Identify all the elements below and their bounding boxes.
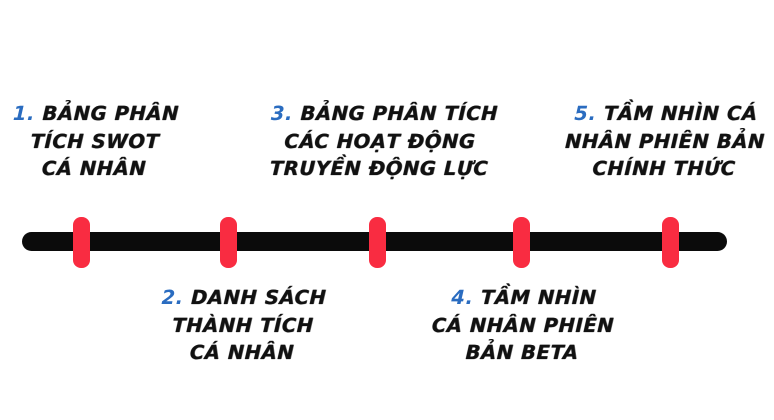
step-4-text-2: CÁ NHÂN PHIÊN [431, 313, 615, 337]
step-1-number: 1. [12, 102, 36, 125]
timeline-marker-3 [369, 217, 386, 268]
step-4-number: 4. [450, 286, 474, 309]
step-4-line-1: 4. TẦM NHÌN [428, 284, 619, 312]
step-label-4: 4. TẦM NHÌN CÁ NHÂN PHIÊN BẢN BETA [427, 284, 620, 367]
timeline-marker-1 [73, 217, 90, 268]
step-3-line-1: 3. BẢNG PHÂN TÍCH [270, 100, 499, 128]
step-2-number: 2. [161, 286, 185, 309]
step-2-text-2: THÀNH TÍCH [171, 313, 315, 337]
step-4-text-3: BẢN BETA [465, 341, 579, 365]
step-3-text-1: BẢNG PHÂN TÍCH [300, 102, 499, 125]
step-label-3: 3. BẢNG PHÂN TÍCH CÁC HOẠT ĐỘNG TRUYỀN Đ… [269, 100, 499, 183]
step-1-text-3: CÁ NHÂN [41, 157, 147, 181]
step-3-text-3: TRUYỀN ĐỘNG LỰC [269, 157, 489, 181]
step-3-text-2: CÁC HOẠT ĐỘNG [284, 129, 476, 153]
step-4-text-1: TẦM NHÌN [480, 286, 597, 309]
step-2-line-1: 2. DANH SÁCH [150, 284, 337, 312]
step-1-line-1: 1. BẢNG PHÂN [0, 100, 191, 128]
step-5-text-1: TẦM NHÌN CÁ [603, 102, 758, 125]
step-label-1: 1. BẢNG PHÂN TÍCH SWOT CÁ NHÂN [0, 100, 191, 183]
step-label-5: 5. TẦM NHÌN CÁ NHÂN PHIÊN BẢN CHÍNH THỨC [555, 100, 774, 183]
timeline-marker-4 [513, 217, 530, 268]
step-5-number: 5. [573, 102, 597, 125]
timeline-marker-2 [220, 217, 237, 268]
step-5-text-2: NHÂN PHIÊN BẢN [564, 129, 766, 153]
timeline-marker-5 [662, 217, 679, 268]
step-5-text-3: CHÍNH THỨC [592, 157, 736, 181]
step-5-line-1: 5. TẦM NHÌN CÁ [556, 100, 774, 128]
step-1-text-1: BẢNG PHÂN [42, 102, 180, 125]
step-2-text-1: DANH SÁCH [190, 286, 327, 309]
step-2-text-3: CÁ NHÂN [189, 341, 295, 365]
step-3-number: 3. [270, 102, 294, 125]
step-1-text-2: TÍCH SWOT [30, 129, 160, 153]
step-label-2: 2. DANH SÁCH THÀNH TÍCH CÁ NHÂN [149, 284, 338, 367]
